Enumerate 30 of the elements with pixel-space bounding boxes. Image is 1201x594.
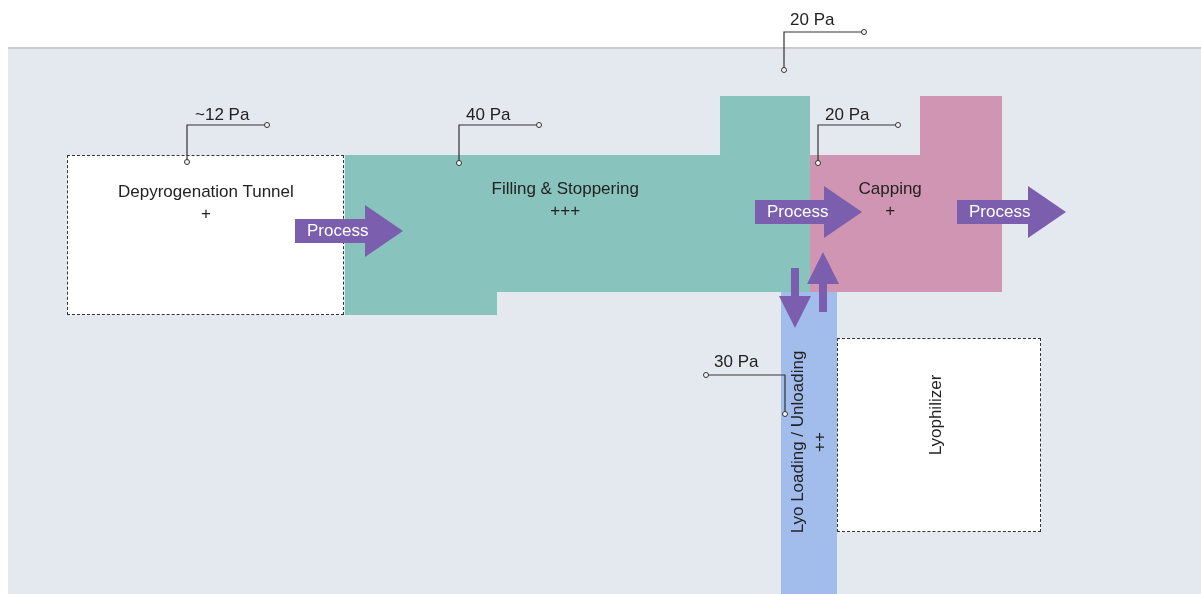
edge-label: Process [969,202,1031,222]
pressure-label: 20 Pa [790,10,835,30]
room [781,292,837,594]
arrow [779,268,811,328]
pressure-label: 30 Pa [714,352,759,372]
leader-line [781,29,867,73]
process-arrow [957,186,1066,238]
room [837,338,1041,532]
grade-mark: +++ [549,200,582,222]
leader-line [815,122,901,166]
process-arrow [295,205,403,257]
grade-mark: + [884,200,897,222]
leader-line [456,122,542,166]
room-name: Filling & Stoppering [491,178,639,200]
pressure-label: 40 Pa [466,105,511,125]
pressure-label: 20 Pa [825,105,870,125]
room-name: Capping [858,178,922,200]
grade-mark: ++ [808,431,830,454]
edge-label: Process [767,202,829,222]
cleanroom-area [8,47,1201,594]
arrow [807,252,839,312]
room-name: Lyo Loading / Unloading [786,350,808,534]
room-name: Depyrogenation Tunnel [118,181,294,203]
room-name: Lyophilizer [924,374,946,456]
grade-mark: + [199,203,212,225]
process-arrow [755,186,862,238]
leader-line [703,372,788,417]
pressure-label: ~12 Pa [195,105,250,125]
leader-line [184,122,270,165]
edge-label: Process [307,221,369,241]
